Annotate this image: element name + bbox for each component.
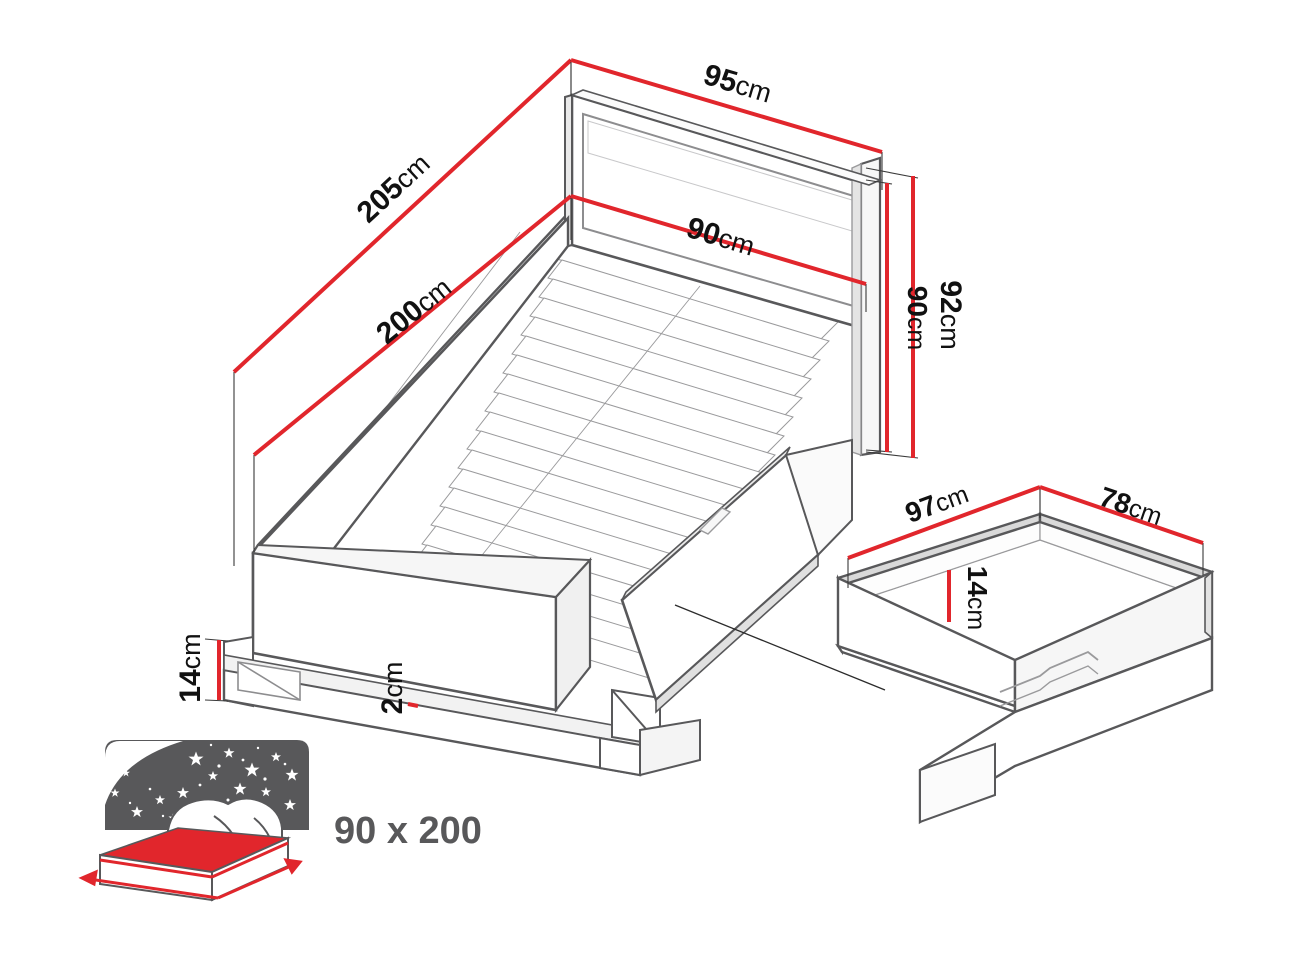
bed-headboard — [564, 89, 883, 457]
mattress-size-label: 90 x 200 — [334, 810, 482, 852]
dimension-97cm-label: 97cm — [901, 477, 972, 528]
bed-installed-drawer — [620, 438, 853, 714]
moon-crescent — [105, 741, 183, 805]
bed-frame-box — [251, 214, 593, 714]
dimension-14cm-bed: 14cm — [174, 633, 229, 703]
dimension-2cm: 2cm — [376, 662, 419, 715]
red-dimension-arrows — [78, 858, 303, 900]
leader-line-drawer — [674, 604, 886, 691]
drawer-detail — [835, 512, 1215, 825]
dimension-14cm-drawer-label: 14cm — [962, 566, 993, 630]
dimension-90cm-height-label: 90cm — [902, 286, 933, 350]
dimension-200cm-label: 200cm — [370, 271, 458, 351]
dimension-92cm-label: 92cm — [934, 280, 967, 349]
dimension-205cm-label: 205cm — [351, 147, 437, 230]
mattress-night-sky-icon — [78, 740, 309, 902]
dimension-78cm-label: 78cm — [1096, 481, 1167, 531]
dimension-92cm: 92cm — [865, 167, 967, 459]
dimension-90cm-height: 90cm — [865, 179, 933, 453]
bed-plinth-frame — [222, 635, 701, 777]
dimension-14cm-drawer: 14cm — [947, 566, 993, 630]
dimension-2cm-label: 2cm — [376, 662, 409, 715]
dimension-14cm-bed-label: 14cm — [174, 633, 207, 702]
